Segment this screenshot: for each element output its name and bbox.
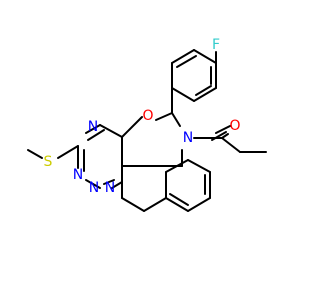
- carbonyl-oxygen-atom: O: [229, 118, 240, 134]
- bond: [187, 159, 211, 173]
- triazine-nitrogen-atom: N: [73, 167, 83, 183]
- bond: [103, 179, 115, 185]
- ring-oxygen-atom: O: [142, 108, 153, 124]
- bond: [111, 181, 123, 189]
- triazine-nitrogen-atom: N: [105, 180, 115, 196]
- bond: [193, 49, 217, 64]
- amide-nitrogen-label: N: [183, 130, 193, 146]
- bond: [176, 55, 197, 68]
- bond: [155, 112, 173, 121]
- bond: [193, 87, 217, 102]
- triazine-nitrogen-atom: N: [89, 180, 99, 196]
- bond: [85, 124, 101, 134]
- triazine-nitrogen-label-3: N: [89, 180, 99, 196]
- amide-nitrogen-atom: N: [183, 130, 193, 146]
- bond: [171, 49, 195, 64]
- triazine-nitrogen-atom: N: [88, 119, 98, 135]
- bond: [99, 124, 123, 138]
- triazine-nitrogen-label-4: N: [105, 180, 115, 196]
- sulfur-atom: S: [44, 154, 53, 170]
- bond: [221, 137, 241, 153]
- bond: [165, 159, 189, 173]
- bond: [187, 197, 211, 212]
- fluorine-atom: F: [212, 37, 220, 53]
- bond: [143, 197, 167, 212]
- bond: [171, 87, 195, 102]
- bond: [195, 85, 212, 96]
- triazine-nitrogen-label-2: N: [73, 167, 83, 183]
- bond: [165, 197, 189, 212]
- bond: [121, 116, 143, 138]
- sulfur-label: S: [44, 154, 53, 170]
- bond: [211, 131, 227, 141]
- bond: [121, 197, 145, 212]
- bond: [171, 112, 181, 127]
- bond: [87, 129, 105, 141]
- bond: [221, 133, 229, 139]
- bond: [27, 149, 43, 159]
- bond: [169, 193, 189, 206]
- atom-layer: F O O S N N N N N: [44, 37, 241, 196]
- carbonyl-oxygen-label: O: [229, 118, 240, 134]
- bond-layer: [27, 49, 267, 212]
- ring-oxygen-label: O: [142, 108, 153, 124]
- bond: [215, 125, 231, 134]
- fluorine-label: F: [212, 37, 220, 53]
- bond: [85, 179, 101, 189]
- molecule-structure: F O O S N N N N N: [27, 37, 267, 212]
- triazine-nitrogen-label-1: N: [88, 119, 98, 135]
- bond: [57, 145, 79, 159]
